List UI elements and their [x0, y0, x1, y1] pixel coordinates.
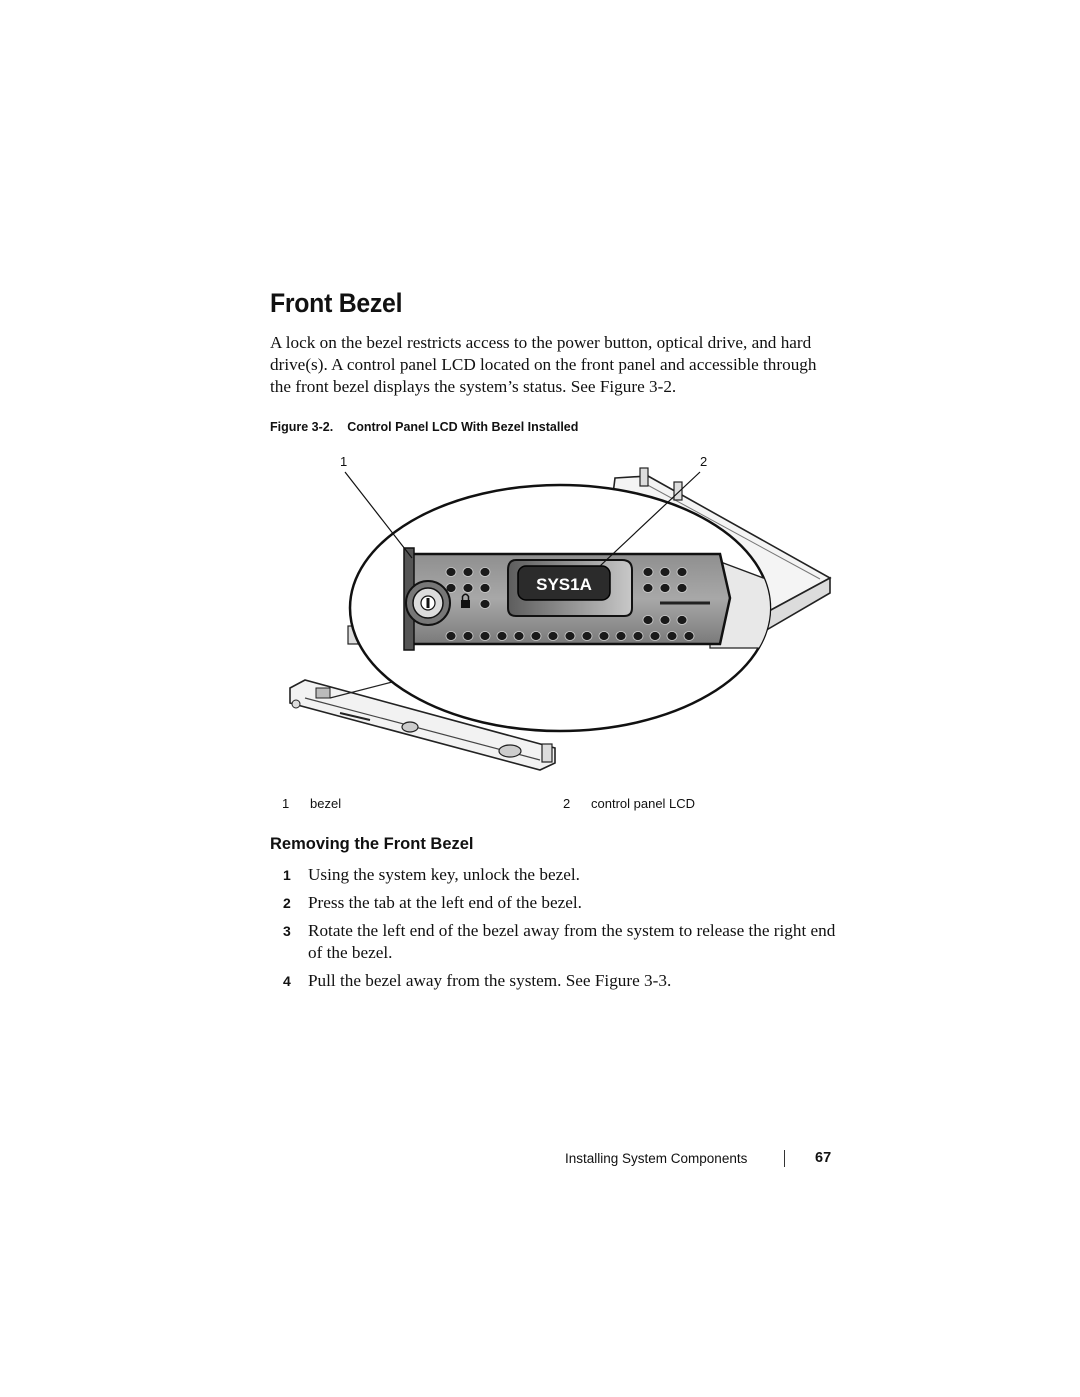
vent-hole [547, 631, 559, 641]
step-item: 1 Using the system key, unlock the bezel. [283, 864, 843, 886]
vent-hole [683, 631, 695, 641]
footer-section-title: Installing System Components [565, 1151, 748, 1166]
vent-hole [479, 567, 491, 577]
page-heading: Front Bezel [270, 288, 403, 318]
vent-hole [632, 631, 644, 641]
step-text: Pull the bezel away from the system. See… [308, 971, 672, 990]
vent-hole [642, 567, 654, 577]
vent-hole [676, 567, 688, 577]
vent-hole [659, 615, 671, 625]
vent-hole [479, 583, 491, 593]
vent-hole [462, 567, 474, 577]
step-item: 4 Pull the bezel away from the system. Se… [283, 970, 843, 992]
step-item: 2 Press the tab at the left end of the be… [283, 892, 843, 914]
vent-hole [676, 583, 688, 593]
step-number: 3 [283, 923, 291, 939]
magnified-view: SYS1A [348, 483, 772, 733]
section-subheading: Removing the Front Bezel [270, 835, 474, 853]
vent-hole [462, 583, 474, 593]
callout-2: 2 [700, 454, 707, 469]
vent-hole [642, 615, 654, 625]
legend-item: 2 control panel LCD [563, 796, 695, 811]
callout-line-2 [599, 471, 701, 567]
vent-hole [479, 599, 491, 609]
figure-caption-title: Control Panel LCD With Bezel Installed [347, 420, 579, 434]
vent-hole [666, 631, 678, 641]
legend-item: 1 bezel [282, 796, 341, 811]
vent-hole [479, 631, 491, 641]
vent-hole [659, 583, 671, 593]
bezel-bar-illustration [289, 625, 556, 771]
grille-vents [445, 567, 695, 641]
step-text: Press the tab at the left end of the bez… [308, 893, 582, 912]
vent-hole [581, 631, 593, 641]
step-item: 3 Rotate the left end of the bezel away f… [283, 920, 843, 964]
vent-hole [513, 631, 525, 641]
vent-hole [445, 567, 457, 577]
vent-hole [462, 631, 474, 641]
step-text: Using the system key, unlock the bezel. [308, 865, 580, 884]
legend-number: 2 [563, 796, 571, 811]
vent-hole [445, 583, 457, 593]
page-number: 67 [815, 1150, 832, 1166]
lcd-text: SYS1A [536, 575, 592, 594]
steps-list: 1 Using the system key, unlock the bezel.… [283, 864, 843, 998]
lcd-screen [517, 565, 611, 601]
vent-hole [564, 631, 576, 641]
figure-caption-number: Figure 3-2. [270, 420, 334, 434]
legend-label: bezel [310, 796, 342, 811]
vent-hole [598, 631, 610, 641]
bezel-figure: SYS1A 1 2 [289, 454, 832, 771]
legend-number: 1 [282, 796, 290, 811]
vent-hole [615, 631, 627, 641]
step-number: 2 [283, 895, 291, 911]
vent-hole [445, 631, 457, 641]
figure-caption: Figure 3-2. Control Panel LCD With Bezel … [270, 420, 578, 434]
step-number: 1 [283, 867, 291, 883]
key-lock-icon [405, 580, 451, 626]
vent-hole [649, 631, 661, 641]
step-number: 4 [283, 973, 291, 989]
vent-hole [530, 631, 542, 641]
legend-label: control panel LCD [591, 796, 696, 811]
vent-hole [659, 567, 671, 577]
vent-hole [642, 583, 654, 593]
callout-line-1 [344, 471, 413, 559]
footer-separator [784, 1150, 785, 1167]
padlock-icon [461, 593, 470, 608]
vent-hole [676, 615, 688, 625]
step-text: Rotate the left end of the bezel away fr… [308, 921, 836, 962]
vent-hole [496, 631, 508, 641]
intro-paragraph: A lock on the bezel restricts access to … [270, 333, 817, 396]
callout-1: 1 [340, 454, 347, 469]
